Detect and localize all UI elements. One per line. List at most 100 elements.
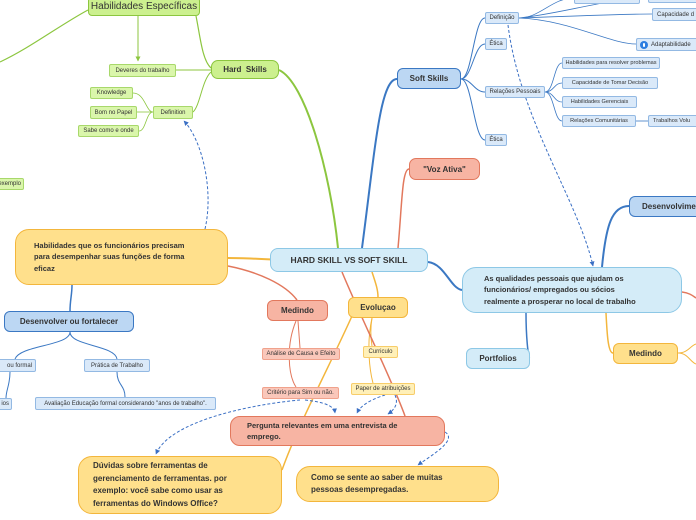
central-topic-label: HARD SKILL VS SOFT SKILL: [290, 255, 408, 265]
measure-right-node[interactable]: Medindo: [613, 343, 678, 364]
soft-definition-node[interactable]: Definição: [485, 12, 519, 24]
definition-child-cut-2[interactable]: [648, 0, 696, 3]
connector-soft-definition: [460, 17, 486, 80]
formal-label: ou formal: [6, 362, 32, 369]
connector-definition-knowledge: [132, 92, 154, 113]
portfolios-label: Portfolios: [479, 354, 517, 363]
measure-right-label: Medindo: [629, 349, 662, 358]
connector-soft-ethics-2: [460, 78, 486, 141]
connector-relations-managerial: [544, 91, 563, 103]
specific-skills-label: Habilidades Específicas: [90, 1, 198, 12]
central-topic[interactable]: HARD SKILL VS SOFT SKILL: [270, 248, 428, 272]
definition-node[interactable]: Definition: [153, 106, 193, 119]
tools-question-line: ferramentas do Windows Office?: [93, 498, 218, 508]
feeling-question-node[interactable]: Como se sente ao saber de muitas pessoas…: [296, 466, 499, 502]
sabe-como-label: Sabe como e onde: [83, 128, 134, 134]
community-node[interactable]: Relações Comunitárias: [562, 115, 636, 127]
measure-left-label: Medindo: [281, 306, 314, 315]
relation-criterion-tools: [155, 399, 301, 455]
decision-node[interactable]: Capacidade de Tomar Decisão: [562, 77, 658, 89]
evaluation-node[interactable]: Avaliação Educação formal considerando "…: [35, 397, 216, 410]
connector-soft-description-development: [601, 205, 630, 268]
adaptability-node[interactable]: Adaptabilidade: [636, 38, 696, 51]
relation-hard-description-definition: [183, 120, 209, 230]
connector-central-measure: [227, 265, 298, 301]
active-voice-label: "Voz Ativa": [423, 164, 466, 174]
hard-description-line: para desempenhar suas funções de forma: [34, 252, 185, 262]
practice-node[interactable]: Prática de Trabalho: [84, 359, 150, 372]
bom-no-papel-label: Bom no Papel: [94, 109, 133, 116]
decision-label: Capacidade de Tomar Decisão: [571, 80, 649, 86]
soft-description-line: funcionários/ empregados ou sócios: [484, 285, 615, 295]
relation-paper-interview: [356, 394, 386, 414]
feeling-question-line: Como se sente ao saber de muitas: [311, 472, 443, 482]
bom-no-papel-node[interactable]: Bom no Papel: [90, 106, 137, 119]
sabe-como-node[interactable]: Sabe como e onde: [78, 125, 139, 137]
knowledge-label: Knowledge: [96, 90, 127, 96]
connector-definition-capacity: [518, 13, 653, 19]
curriculum-node[interactable]: Curriculo: [363, 346, 398, 358]
tools-question-line: exemplo: você sabe como usar as: [93, 486, 223, 495]
problem-solving-node[interactable]: Habilidades para resolver problemas: [562, 57, 660, 69]
soft-description-node[interactable]: As qualidades pessoais que ajudam os fun…: [462, 267, 682, 313]
connector-soft-ethics-1: [460, 43, 486, 80]
example-label: exemplo: [0, 181, 21, 187]
interview-question-node[interactable]: Pergunta relevantes em uma entrevista de…: [230, 416, 445, 446]
tools-question-node[interactable]: Dúvidas sobre ferramentas de gerenciamen…: [78, 456, 282, 514]
formal-child-label: ios: [1, 401, 9, 407]
volunteer-node[interactable]: Trabalhos Volu: [648, 115, 696, 127]
connector-definition-adaptability: [518, 17, 637, 45]
example-node[interactable]: exemplo: [0, 178, 24, 190]
connector-formal-child: [5, 371, 11, 399]
practice-label: Prática de Trabalho: [90, 362, 144, 369]
managerial-label: Habilidades Gerenciais: [570, 99, 629, 105]
relation-paper-interview-loop: [387, 394, 397, 415]
ethics-label-1: Ética: [489, 41, 503, 47]
volunteer-label: Trabalhos Volu: [653, 118, 691, 124]
evolution-label: Evoluçao: [360, 303, 396, 312]
duties-node[interactable]: Deveres do trabalho: [109, 64, 176, 77]
managerial-node[interactable]: Habilidades Gerenciais: [562, 96, 637, 108]
relations-node[interactable]: Relações Pessoais: [485, 86, 545, 98]
development-node[interactable]: Desenvolvime: [629, 196, 696, 217]
connector-relations-problems: [544, 62, 563, 93]
portfolios-node[interactable]: Portfolios: [466, 348, 530, 369]
analysis-label: Análise de Causa e Efeito: [266, 351, 336, 357]
connector-specific-offscreen: [0, 9, 89, 63]
connector-relations-community: [544, 91, 563, 122]
problem-solving-label: Habilidades para resolver problemas: [565, 60, 657, 66]
criterion-node[interactable]: Critério para Sim ou não.: [262, 387, 339, 399]
soft-skills-node[interactable]: Soft Skills: [397, 68, 461, 89]
tools-question-line: gerenciamento de ferramentas. por: [93, 473, 227, 483]
soft-skills-label: Soft Skills: [409, 74, 449, 83]
evolution-node[interactable]: Evoluçao: [348, 297, 408, 318]
active-voice-node[interactable]: "Voz Ativa": [409, 158, 480, 180]
connector-measure-right-offscreen-2: [677, 352, 696, 365]
definition-child-cut-1[interactable]: [574, 0, 640, 4]
ethics-node-2[interactable]: Ética: [485, 134, 507, 146]
connector-hard-description-develop: [69, 284, 73, 312]
connector-hard-skills-specific: [195, 15, 212, 69]
curriculum-label: Curriculo: [368, 349, 393, 355]
formal-node[interactable]: ou formal: [0, 359, 36, 372]
hard-description-node[interactable]: Habilidades que os funcionários precisam…: [15, 229, 228, 285]
develop-node[interactable]: Desenvolver ou fortalecer: [4, 311, 134, 332]
duties-label: Deveres do trabalho: [115, 67, 170, 74]
knowledge-node[interactable]: Knowledge: [90, 87, 133, 99]
analysis-node[interactable]: Análise de Causa e Efeito: [262, 348, 340, 360]
paper-node[interactable]: Paper de atribuições: [351, 383, 415, 395]
connector-definition-sabe-como: [138, 111, 154, 132]
connector-central-hard-skills: [278, 69, 339, 249]
hard-skills-node[interactable]: Hard Skills: [211, 60, 279, 79]
connector-soft-description-offscreen: [681, 291, 696, 299]
capacity-node[interactable]: Capacidade d: [652, 8, 696, 21]
measure-left-node[interactable]: Medindo: [267, 300, 328, 321]
ethics-node-1[interactable]: Ética: [485, 38, 507, 50]
evaluation-label: Avaliação Educação formal considerando "…: [44, 400, 207, 407]
definition-label: Definition: [160, 109, 186, 116]
connector-develop-practice: [69, 331, 118, 360]
hard-skills-label: Hard Skills: [223, 65, 267, 74]
formal-child-node[interactable]: ios: [0, 398, 12, 410]
specific-skills-node[interactable]: Habilidades Específicas: [88, 0, 200, 16]
